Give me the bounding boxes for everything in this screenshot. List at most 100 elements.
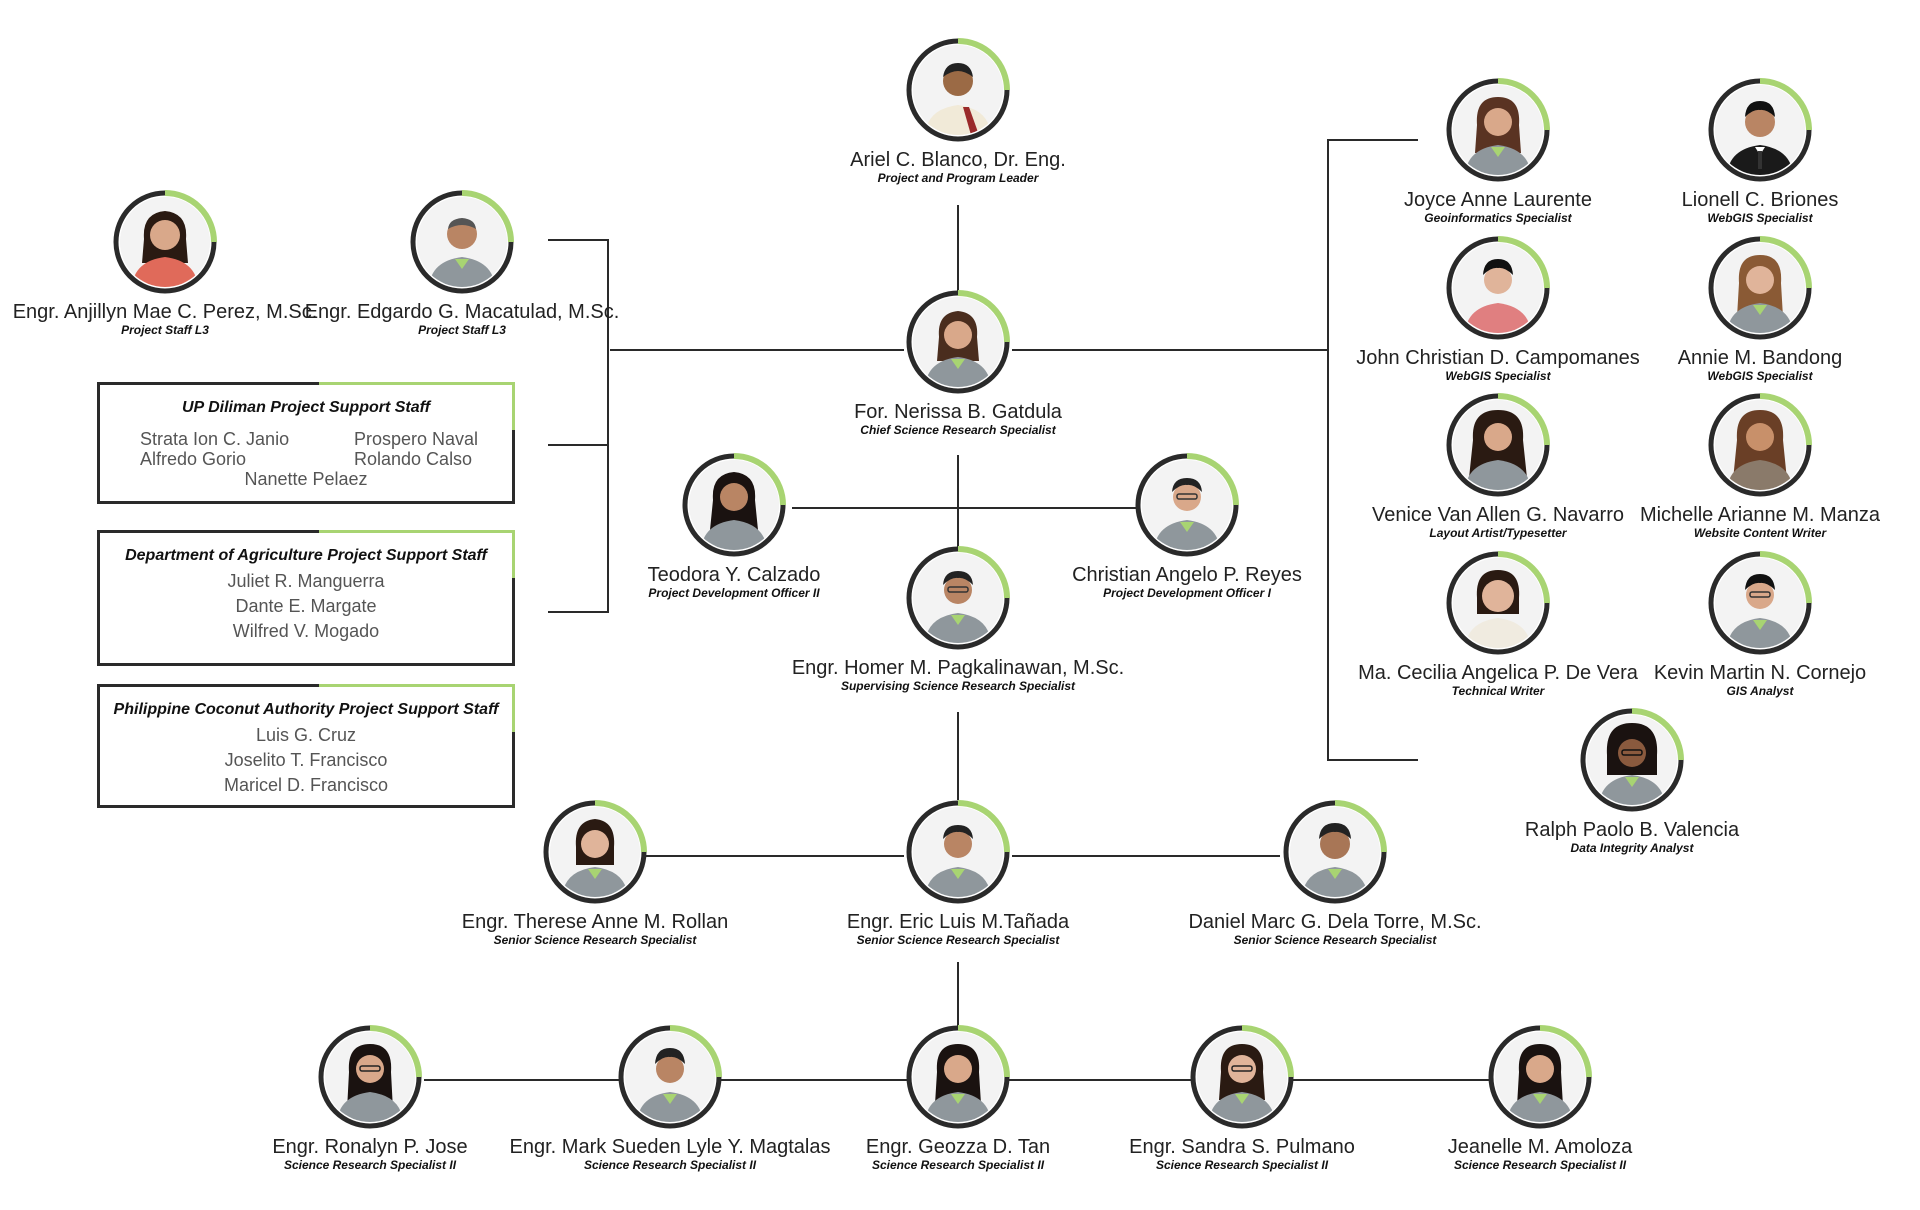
- person-photo: [1453, 558, 1543, 648]
- person-photo: [1715, 558, 1805, 648]
- person-name: Kevin Martin N. Cornejo: [1653, 662, 1867, 684]
- avatar: [1446, 236, 1550, 340]
- person-name: Engr. Eric Luis M.Tañada: [846, 911, 1070, 933]
- person-photo: [1715, 400, 1805, 490]
- staff-name: Maricel D. Francisco: [223, 775, 389, 795]
- person-role: WebGIS Specialist: [1707, 369, 1813, 383]
- staff-name: Juliet R. Manguerra: [227, 571, 385, 591]
- avatar: [318, 1025, 422, 1129]
- person-role: GIS Analyst: [1726, 684, 1794, 698]
- person-ralph-valencia: Ralph Paolo B. Valencia Data Integrity A…: [1452, 708, 1812, 855]
- da-staff-list: Juliet R. Manguerra Dante E. Margate Wil…: [100, 569, 512, 644]
- person-name: Joyce Anne Laurente: [1404, 189, 1592, 211]
- avatar: [906, 290, 1010, 394]
- person-name: Venice Van Allen G. Navarro: [1372, 504, 1624, 526]
- person-joyce-laurente: Joyce Anne Laurente Geoinformatics Speci…: [1318, 78, 1678, 225]
- person-name: For. Nerissa B. Gatdula: [854, 401, 1062, 423]
- up-staff-list: Strata Ion C. Janio Prospero Naval Alfre…: [140, 429, 512, 469]
- person-name: Engr. Ronalyn P. Jose: [272, 1136, 468, 1158]
- person-daniel-dela-torre: Daniel Marc G. Dela Torre, M.Sc. Senior …: [1155, 800, 1515, 947]
- staff-name: Wilfred V. Mogado: [232, 621, 380, 641]
- person-photo: [550, 807, 640, 897]
- person-role: Project and Program Leader: [877, 171, 1039, 185]
- avatar: [906, 38, 1010, 142]
- avatar: [1708, 78, 1812, 182]
- avatar: [1135, 453, 1239, 557]
- person-photo: [417, 197, 507, 287]
- person-name: Lionell C. Briones: [1681, 189, 1839, 211]
- person-jeanelle-amoloza: Jeanelle M. Amoloza Science Research Spe…: [1360, 1025, 1720, 1172]
- person-name: Engr. Therese Anne M. Rollan: [461, 911, 729, 933]
- person-photo: [120, 197, 210, 287]
- staff-name: Prospero Naval: [354, 429, 479, 449]
- avatar: [682, 453, 786, 557]
- person-role: WebGIS Specialist: [1707, 211, 1813, 225]
- avatar: [1446, 551, 1550, 655]
- person-photo: [913, 45, 1003, 135]
- person-role: Project Staff L3: [121, 323, 209, 337]
- person-role: Layout Artist/Typesetter: [1429, 526, 1567, 540]
- person-photo: [1197, 1032, 1287, 1122]
- staff-name: Nanette Pelaez: [244, 469, 368, 489]
- staff-name: Joselito T. Francisco: [224, 750, 388, 770]
- staff-name: Strata Ion C. Janio: [140, 429, 290, 449]
- staff-name: Rolando Calso: [354, 449, 473, 469]
- person-nerissa-gatdula: For. Nerissa B. Gatdula Chief Science Re…: [778, 290, 1138, 437]
- person-name: Engr. Edgardo G. Macatulad, M.Sc.: [304, 301, 620, 323]
- person-photo: [1142, 460, 1232, 550]
- person-ariel-blanco: Ariel C. Blanco, Dr. Eng. Project and Pr…: [778, 38, 1138, 185]
- department-of-agriculture-support-box: Department of Agriculture Project Suppor…: [97, 530, 515, 666]
- person-name: Daniel Marc G. Dela Torre, M.Sc.: [1188, 911, 1482, 933]
- person-role: Project Staff L3: [418, 323, 506, 337]
- person-photo: [913, 297, 1003, 387]
- person-eric-tanada: Engr. Eric Luis M.Tañada Senior Science …: [778, 800, 1138, 947]
- person-anjillyn-perez: Engr. Anjillyn Mae C. Perez, M.Sc. Proje…: [0, 190, 345, 337]
- person-name: Engr. Mark Sueden Lyle Y. Magtalas: [509, 1136, 831, 1158]
- person-photo: [325, 1032, 415, 1122]
- person-role: WebGIS Specialist: [1445, 369, 1551, 383]
- person-name: Ralph Paolo B. Valencia: [1524, 819, 1740, 841]
- person-photo: [1715, 85, 1805, 175]
- person-name: Michelle Arianne M. Manza: [1639, 504, 1881, 526]
- philippine-coconut-authority-support-box: Philippine Coconut Authority Project Sup…: [97, 684, 515, 808]
- avatar: [1708, 393, 1812, 497]
- box-title: Philippine Coconut Authority Project Sup…: [113, 701, 499, 718]
- avatar: [906, 546, 1010, 650]
- person-sandra-pulmano: Engr. Sandra S. Pulmano Science Research…: [1062, 1025, 1422, 1172]
- person-photo: [1453, 243, 1543, 333]
- staff-name: Luis G. Cruz: [255, 725, 357, 745]
- person-teodora-calzado: Teodora Y. Calzado Project Development O…: [554, 453, 914, 600]
- person-edgardo-macatulad: Engr. Edgardo G. Macatulad, M.Sc. Projec…: [282, 190, 642, 337]
- person-therese-rollan: Engr. Therese Anne M. Rollan Senior Scie…: [415, 800, 775, 947]
- avatar: [543, 800, 647, 904]
- person-lionell-briones: Lionell C. Briones WebGIS Specialist: [1580, 78, 1920, 225]
- person-role: Science Research Specialist II: [1155, 1158, 1329, 1172]
- person-photo: [1587, 715, 1677, 805]
- person-role: Senior Science Research Specialist: [856, 933, 1060, 947]
- person-name: John Christian D. Campomanes: [1356, 347, 1640, 369]
- person-role: Science Research Specialist II: [583, 1158, 757, 1172]
- avatar: [906, 1025, 1010, 1129]
- person-role: Supervising Science Research Specialist: [840, 679, 1076, 693]
- person-name: Jeanelle M. Amoloza: [1447, 1136, 1633, 1158]
- avatar: [1708, 551, 1812, 655]
- avatar: [1708, 236, 1812, 340]
- person-role: Data Integrity Analyst: [1570, 841, 1694, 855]
- person-kevin-cornejo: Kevin Martin N. Cornejo GIS Analyst: [1580, 551, 1920, 698]
- avatar: [1190, 1025, 1294, 1129]
- person-name: Ma. Cecilia Angelica P. De Vera: [1358, 662, 1638, 684]
- person-name: Ariel C. Blanco, Dr. Eng.: [850, 149, 1066, 171]
- person-photo: [1495, 1032, 1585, 1122]
- person-role: Senior Science Research Specialist: [493, 933, 697, 947]
- person-name: Engr. Homer M. Pagkalinawan, M.Sc.: [791, 657, 1125, 679]
- person-role: Science Research Specialist II: [871, 1158, 1045, 1172]
- person-name: Engr. Geozza D. Tan: [865, 1136, 1051, 1158]
- person-venice-navarro: Venice Van Allen G. Navarro Layout Artis…: [1318, 393, 1678, 540]
- person-role: Science Research Specialist II: [1453, 1158, 1627, 1172]
- person-photo: [1453, 85, 1543, 175]
- avatar: [1283, 800, 1387, 904]
- person-christian-reyes: Christian Angelo P. Reyes Project Develo…: [1007, 453, 1367, 600]
- person-role: Chief Science Research Specialist: [860, 423, 1056, 437]
- up-diliman-support-box: UP Diliman Project Support Staff Strata …: [97, 382, 515, 504]
- person-name: Teodora Y. Calzado: [647, 564, 821, 586]
